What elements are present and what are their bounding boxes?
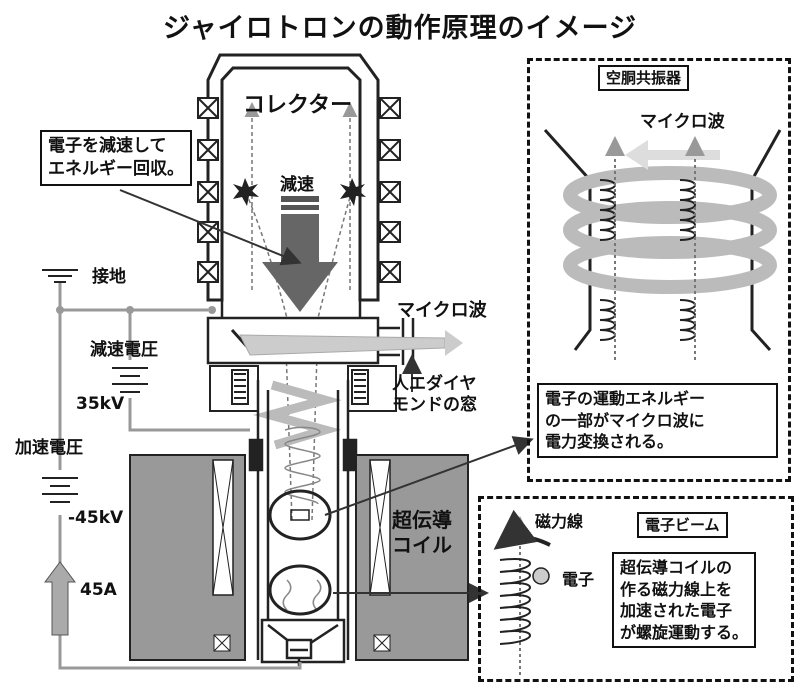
beam-inset [478, 496, 794, 682]
sc-coil-left [129, 454, 246, 661]
deceleration-arrow [262, 196, 338, 312]
collector-label: コレクター [243, 93, 353, 118]
microwave-beam-head [445, 330, 463, 356]
cavity-inset-graphic [543, 128, 782, 360]
cavity-inset [527, 58, 791, 482]
field-line-label: 磁力線 [535, 512, 584, 531]
tube-spirals [282, 426, 322, 611]
collector-body [206, 53, 380, 302]
energy-recovery-callout: 電子を減速して エネルギー回収。 [40, 130, 192, 186]
junction-dot [56, 306, 64, 314]
microwave-zigzag [252, 380, 342, 450]
ground-symbol [42, 269, 78, 283]
cavity-heading: 空胴共振器 [598, 65, 690, 92]
current-label: 45A [80, 580, 117, 600]
accel-voltage-label: 加速電圧 [15, 438, 83, 458]
kv35-label: 35kV [76, 394, 125, 414]
microwave-output-label: マイクロ波 [397, 300, 487, 321]
sc-coil-label: 超伝導 コイル [392, 508, 452, 557]
beam-heading: 電子ビーム [637, 512, 728, 539]
zoom-markers [268, 489, 332, 616]
spiral-motion-callout: 超伝導コイルの 作る磁力線上を 加速された電子 が螺旋運動する。 [612, 552, 757, 649]
junction-dot [126, 306, 134, 314]
electron-label: 電子 [562, 570, 595, 589]
energy-conversion-callout: 電子の運動エネルギー の一部がマイクロ波に 電力変換される。 [537, 383, 778, 458]
collector-coils [197, 97, 401, 283]
current-arrow [44, 561, 76, 636]
deceleration-label: 減速 [280, 175, 314, 195]
callout-arrows [119, 189, 534, 603]
junction-dot [208, 306, 216, 314]
battery-45kv [42, 477, 78, 503]
ground-label: 接地 [92, 267, 126, 287]
diamond-window-label: 人エダイヤ モンドの窓 [392, 374, 477, 416]
battery-35kv [112, 367, 148, 393]
diagram-title: ジャイロトロンの動作原理のイメージ [162, 13, 638, 44]
kv-minus45-label: -45kV [68, 508, 124, 528]
beam-inset-graphic [493, 509, 551, 675]
decel-voltage-label: 減速電圧 [90, 340, 158, 360]
impact-bursts [233, 178, 366, 206]
cavity-section [206, 300, 415, 365]
gun-coils [209, 365, 397, 412]
tube-body [248, 380, 358, 666]
cavity-microwave-label: マイクロ波 [640, 112, 725, 132]
